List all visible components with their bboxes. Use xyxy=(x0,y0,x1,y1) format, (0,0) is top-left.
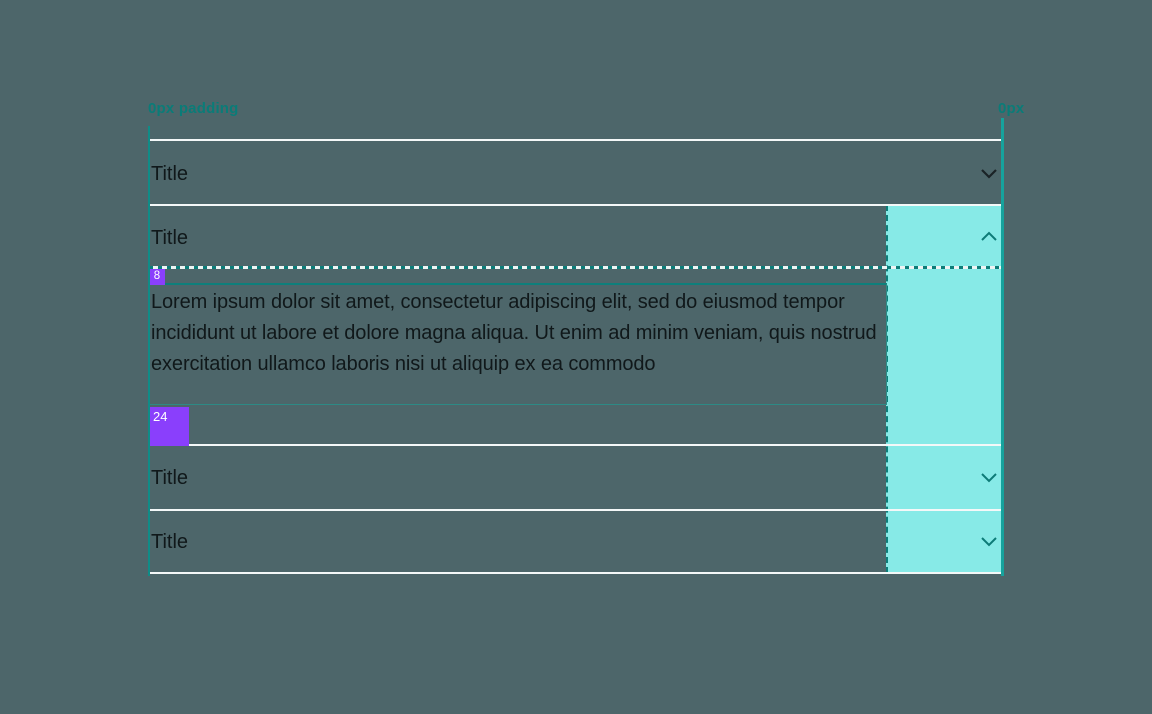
chevron-down-icon[interactable] xyxy=(980,168,998,179)
right-ruler-line xyxy=(1001,118,1004,576)
chevron-down-icon[interactable] xyxy=(980,536,998,547)
panel-body-text: Lorem ipsum dolor sit amet, consectetur … xyxy=(149,283,887,405)
right-padding-annotation: 0px xyxy=(998,100,1025,117)
left-padding-annotation: 0px padding xyxy=(148,100,239,117)
chevron-up-icon[interactable] xyxy=(980,231,998,242)
accordion-row-title[interactable]: Title xyxy=(151,163,189,185)
accordion-row-title[interactable]: Title xyxy=(151,531,189,553)
accordion-row-title[interactable]: Title xyxy=(151,227,189,249)
left-ruler-line xyxy=(148,126,150,576)
accordion-bottom-border xyxy=(149,572,1002,574)
accordion-top-border xyxy=(149,139,1002,141)
top-spacing-badge: 8 xyxy=(149,269,165,285)
highlight-overlay xyxy=(886,205,1001,573)
row-separator xyxy=(149,509,1002,511)
row-separator xyxy=(149,444,1002,446)
bottom-spacing-badge: 24 xyxy=(149,407,189,446)
row-separator xyxy=(149,204,1002,206)
chevron-down-icon[interactable] xyxy=(980,472,998,483)
accordion-row-title[interactable]: Title xyxy=(151,467,189,489)
top-spacing-dashed-line xyxy=(149,266,1002,269)
